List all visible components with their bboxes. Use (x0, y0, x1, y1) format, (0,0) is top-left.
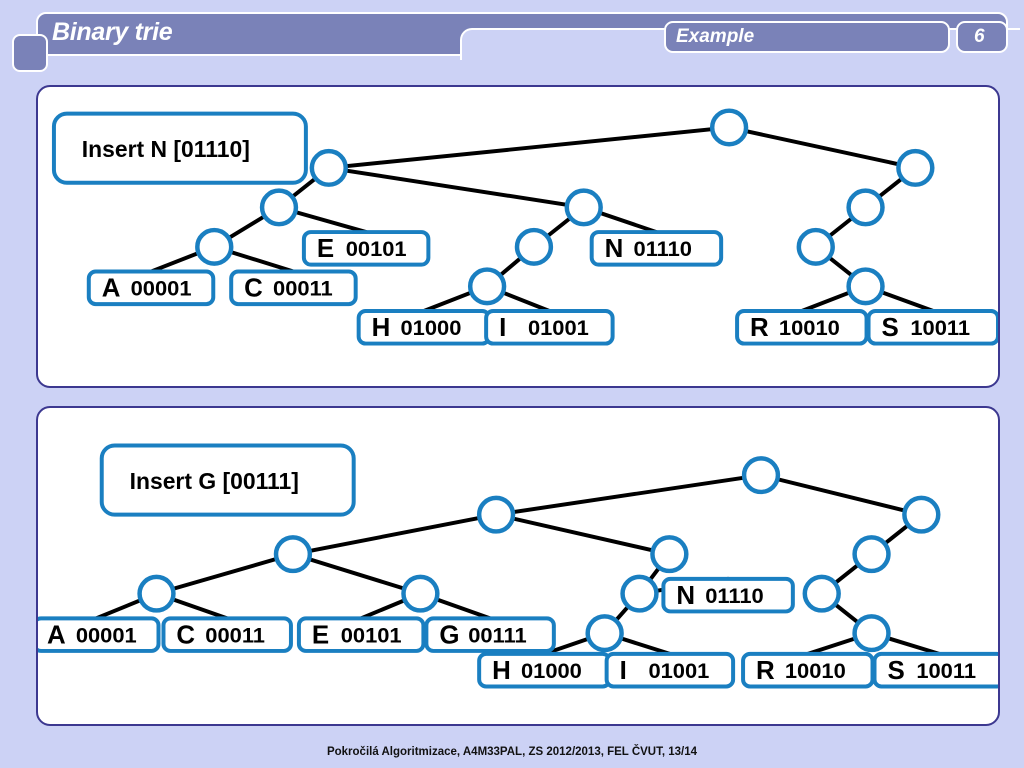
trie-leaf-label: S 10011 (866, 309, 998, 346)
leaf-code: 10011 (910, 315, 970, 340)
leaf-code: 10010 (779, 315, 840, 340)
leaf-code: 01001 (648, 658, 709, 683)
trie-leaf-label: G 00111 (424, 616, 556, 653)
trie-node (309, 148, 348, 187)
leaf-letter: G (439, 622, 459, 650)
leaf-letter: S (887, 657, 904, 685)
page-number: 6 (974, 26, 985, 47)
trie-leaf-label: C 00011 (229, 269, 358, 307)
trie-edge (494, 512, 672, 557)
trie-edge (326, 125, 732, 170)
leaf-letter: A (102, 275, 121, 303)
trie-node (273, 535, 313, 574)
page-title: Binary trie (52, 18, 173, 46)
leaf-letter: S (881, 314, 898, 342)
leaf-letter: N (676, 582, 695, 610)
trie-node (709, 108, 749, 147)
trie-node (514, 227, 554, 266)
trie-leaf-label: H 01000 (356, 309, 492, 346)
trie-node (259, 188, 299, 227)
leaf-letter: C (244, 275, 263, 303)
trie-node (852, 614, 891, 653)
trie-edge (326, 165, 586, 210)
trie-node (564, 188, 603, 227)
insert-caption-box: Insert G [00111] (99, 443, 356, 517)
insert-caption-box: Insert N [01110] (51, 111, 308, 185)
trie-edge (290, 512, 499, 557)
trie-leaf-label: E 00101 (301, 230, 431, 267)
leaf-letter: I (499, 314, 506, 342)
footer-text: Pokročilá Algoritmizace, A4M33PAL, ZS 20… (326, 746, 698, 758)
trie-edge (290, 552, 423, 596)
trie-node (467, 267, 507, 306)
leaf-letter: C (176, 622, 195, 650)
trie-node (802, 574, 841, 613)
leaf-code: 00111 (468, 623, 526, 648)
section-label: Example (676, 26, 755, 47)
leaf-letter: R (756, 657, 775, 685)
trie-edge (154, 552, 295, 596)
trie-node (846, 188, 885, 227)
trie-leaf-label: R 10010 (735, 309, 869, 346)
trie-node (852, 535, 891, 574)
trie-node (195, 227, 234, 266)
leaf-code: 01110 (634, 236, 692, 261)
trie-leaf-label: S 10011 (872, 651, 998, 689)
trie-node (620, 574, 659, 613)
insert-caption-text: Insert N [01110] (82, 136, 250, 162)
title-tab (12, 34, 48, 72)
leaf-code: 00011 (273, 276, 333, 301)
trie-leaf-label: C 00011 (161, 616, 293, 653)
trie-node (796, 227, 835, 266)
leaf-letter: N (605, 235, 624, 263)
trie-leaf-label: I 01001 (484, 309, 615, 346)
trie-leaf-label: N 01110 (661, 576, 795, 614)
leaf-letter: E (312, 622, 329, 650)
leaf-code: 00101 (341, 623, 402, 648)
trie-node (846, 267, 885, 306)
leaf-code: 01000 (400, 315, 461, 340)
leaf-letter: R (750, 314, 769, 342)
trie-node (902, 495, 941, 534)
trie-node (585, 614, 624, 653)
trie-node (896, 148, 935, 187)
leaf-letter: I (620, 657, 627, 685)
trie-node (137, 574, 176, 613)
trie-leaf-label: E 00101 (296, 616, 426, 653)
leaf-letter: E (317, 235, 334, 263)
leaf-code: 00001 (131, 276, 192, 301)
trie-node (476, 495, 516, 534)
leaf-code: 00001 (76, 623, 137, 648)
leaf-code: 00011 (205, 623, 265, 648)
trie-leaf-label: R 10010 (741, 651, 875, 689)
trie-node (401, 574, 440, 613)
leaf-code: 01001 (528, 315, 589, 340)
leaf-code: 10011 (916, 658, 976, 683)
trie-leaf-label: A 00001 (86, 269, 216, 307)
leaf-code: 01000 (521, 658, 582, 683)
leaf-code: 10010 (785, 658, 846, 683)
insert-caption-text: Insert G [00111] (130, 468, 299, 494)
section-tab[interactable] (664, 21, 950, 53)
leaf-letter: H (492, 657, 511, 685)
trie-edge (758, 473, 924, 517)
leaf-code: 00101 (346, 236, 407, 261)
trie-node (741, 456, 781, 495)
trie-leaf-label: A 00001 (38, 616, 161, 653)
trie-leaf-label: N 01110 (589, 230, 724, 267)
leaf-letter: H (372, 314, 391, 342)
trie-edge (727, 125, 918, 170)
trie-leaf-label: I 01001 (604, 651, 736, 689)
trie-leaf-label: H 01000 (477, 651, 612, 689)
trie-node (650, 535, 689, 574)
leaf-code: 01110 (705, 583, 763, 608)
leaf-letter: A (47, 622, 66, 650)
trie-edge (494, 473, 763, 517)
page-number-tab (956, 21, 1008, 53)
